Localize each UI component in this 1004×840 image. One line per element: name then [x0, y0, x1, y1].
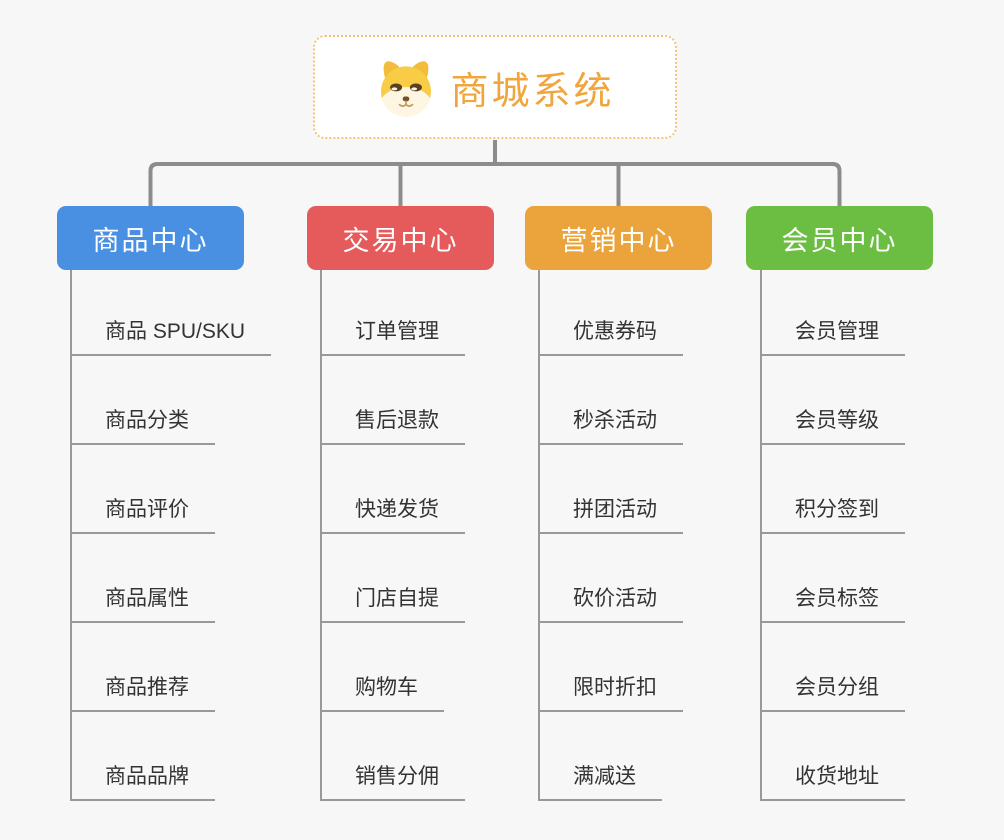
branch-items-member-center: 会员管理 会员等级 积分签到 会员标签 会员分组 收货地址 — [760, 0, 1004, 840]
branch-spine-line — [320, 270, 322, 801]
leaf-node[interactable]: 订单管理 — [320, 318, 465, 356]
leaf-node[interactable]: 商品 SPU/SKU — [70, 318, 272, 356]
leaf-node[interactable]: 会员标签 — [760, 585, 905, 623]
branch-label: 会员中心 — [781, 225, 898, 256]
leaf-node[interactable]: 门店自提 — [320, 585, 465, 623]
branch-spine-line — [760, 270, 762, 801]
leaf-node[interactable]: 销售分佣 — [320, 763, 465, 801]
leaf-node[interactable]: 优惠券码 — [538, 318, 683, 356]
branch-node-marketing-center[interactable]: 营销中心 — [525, 206, 712, 270]
leaf-node[interactable]: 会员管理 — [760, 318, 905, 356]
leaf-node[interactable]: 购物车 — [320, 674, 444, 712]
root-node[interactable]: 商城系统 — [313, 35, 677, 139]
leaf-node[interactable]: 商品分类 — [70, 407, 215, 445]
leaf-node[interactable]: 商品属性 — [70, 585, 215, 623]
leaf-node[interactable]: 商品推荐 — [70, 674, 215, 712]
leaf-node[interactable]: 售后退款 — [320, 407, 465, 445]
leaf-node[interactable]: 积分签到 — [760, 496, 905, 534]
branch-label: 交易中心 — [342, 225, 459, 256]
branch-node-member-center[interactable]: 会员中心 — [746, 206, 933, 270]
leaf-node[interactable]: 商品品牌 — [70, 763, 215, 801]
root-title: 商城系统 — [450, 70, 615, 113]
leaf-node[interactable]: 拼团活动 — [538, 496, 683, 534]
leaf-node[interactable]: 限时折扣 — [538, 674, 683, 712]
branch-items-product-center: 商品 SPU/SKU 商品分类 商品评价 商品属性 商品推荐 商品品牌 — [70, 0, 330, 840]
branch-spine-line — [70, 270, 72, 801]
leaf-node[interactable]: 砍价活动 — [538, 585, 683, 623]
leaf-node[interactable]: 会员分组 — [760, 674, 905, 712]
leaf-node[interactable]: 会员等级 — [760, 407, 905, 445]
leaf-node[interactable]: 满减送 — [538, 763, 662, 801]
branch-items-marketing-center: 优惠券码 秒杀活动 拼团活动 砍价活动 限时折扣 满减送 — [538, 0, 798, 840]
branch-node-product-center[interactable]: 商品中心 — [57, 206, 244, 270]
leaf-node[interactable]: 秒杀活动 — [538, 407, 683, 445]
leaf-node[interactable]: 收货地址 — [760, 763, 905, 801]
leaf-node[interactable]: 快递发货 — [320, 496, 465, 534]
branch-label: 商品中心 — [92, 225, 209, 256]
branch-items-trade-center: 订单管理 售后退款 快递发货 门店自提 购物车 销售分佣 — [320, 0, 580, 840]
branch-node-trade-center[interactable]: 交易中心 — [307, 206, 494, 270]
shiba-dog-icon — [381, 61, 432, 117]
leaf-node[interactable]: 商品评价 — [70, 496, 215, 534]
branch-spine-line — [538, 270, 540, 801]
branch-label: 营销中心 — [560, 225, 677, 256]
